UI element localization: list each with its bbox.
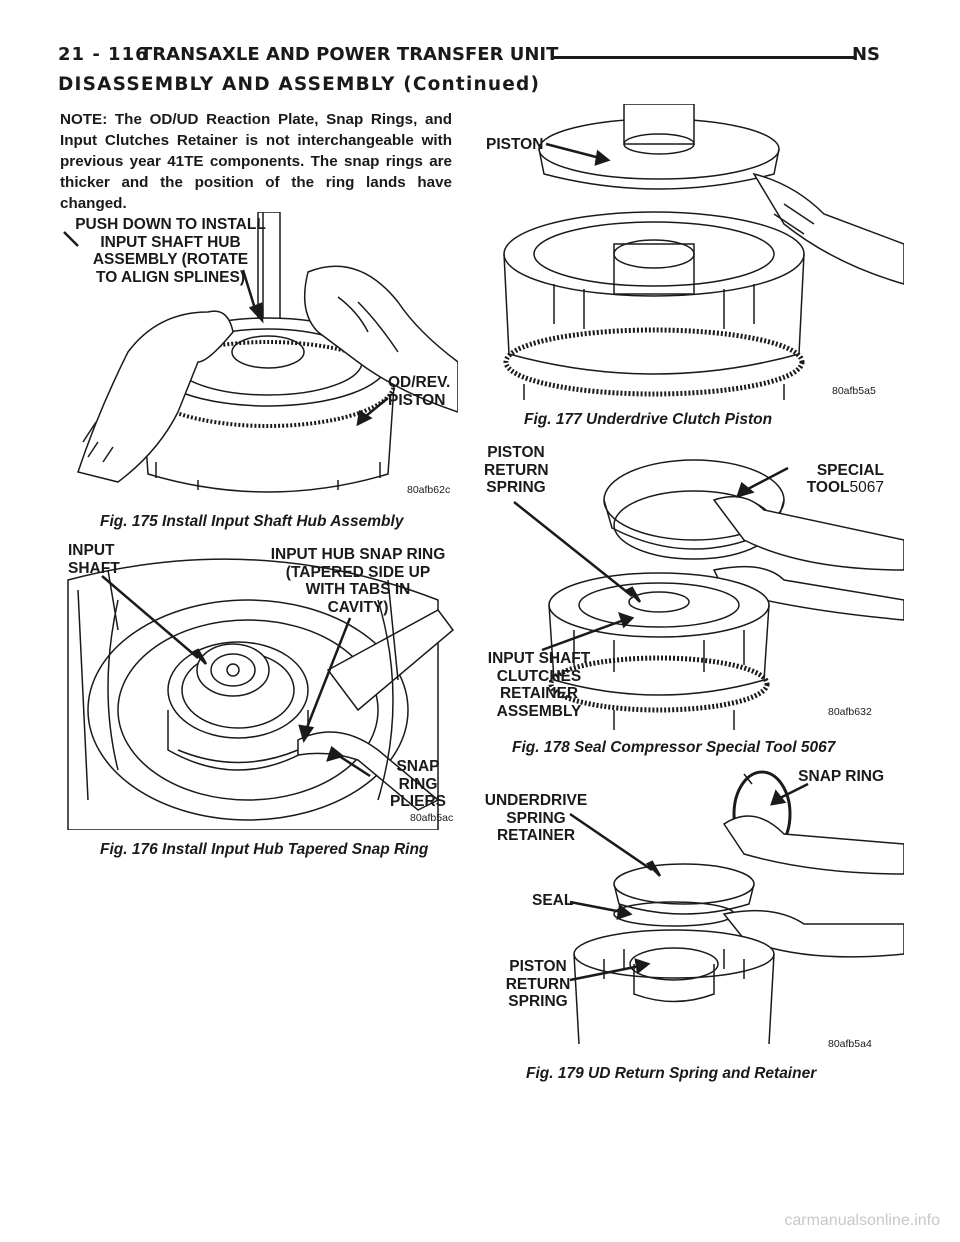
caption-fig-177: Fig. 177 Underdrive Clutch Piston <box>524 411 773 428</box>
watermark-footer: carmanualsonline.info <box>784 1212 940 1229</box>
label-input-shaft: INPUT SHAFT <box>68 542 120 577</box>
image-code: 80afb5a4 <box>828 1038 872 1050</box>
figure-176-illustration <box>67 558 455 830</box>
label-od-rev-piston: OD/REV. PISTON <box>388 374 451 409</box>
label-piston-return-spring: PISTON RETURN SPRING <box>484 444 549 496</box>
figure-177: PISTON 80afb5a5 <box>484 104 904 400</box>
figure-179: SNAP RING UNDERDRIVE SPRING RETAINER SEA… <box>484 764 904 1054</box>
figure-175: PUSH DOWN TO INSTALL INPUT SHAFT HUB ASS… <box>58 212 458 502</box>
note-paragraph: NOTE: The OD/UD Reaction Plate, Snap Rin… <box>60 111 452 212</box>
label-snap-ring: SNAP RING <box>798 768 884 785</box>
section-title: DISASSEMBLY AND ASSEMBLY (Continued) <box>58 74 541 95</box>
page-number: 21 - 116 <box>58 44 149 65</box>
label-hub-snap-ring: INPUT HUB SNAP RING (TAPERED SIDE UP WIT… <box>270 546 446 616</box>
caption-fig-175: Fig. 175 Install Input Shaft Hub Assembl… <box>100 513 404 530</box>
label-snap-ring-pliers: SNAP RING PLIERS <box>390 758 446 810</box>
header-rule <box>554 56 854 59</box>
figure-178-illustration <box>513 459 904 730</box>
special-tool-text: SPECIAL TOOL <box>806 461 884 497</box>
figure-179-illustration <box>569 770 904 1045</box>
image-code: 80afb5ac <box>410 812 454 824</box>
figure-178: PISTON RETURN SPRING SPECIAL TOOL5067 IN… <box>484 440 904 730</box>
image-code: 80afb632 <box>828 706 872 718</box>
model-code: NS <box>851 44 880 65</box>
label-push-down: PUSH DOWN TO INSTALL INPUT SHAFT HUB ASS… <box>75 216 266 286</box>
image-code: 80afb5a5 <box>832 385 876 397</box>
page-header: 21 - 116 TRANSAXLE AND POWER TRANSFER UN… <box>58 44 880 68</box>
label-seal: SEAL <box>532 892 574 909</box>
figure-177-illustration <box>503 104 904 400</box>
label-clutches-retainer: INPUT SHAFT CLUTCHES RETAINER ASSEMBLY <box>487 650 591 720</box>
figure-176: INPUT SHAFT INPUT HUB SNAP RING (TAPERED… <box>58 540 458 830</box>
page-title: TRANSAXLE AND POWER TRANSFER UNIT <box>140 44 559 65</box>
tool-number: 5067 <box>849 479 884 496</box>
caption-fig-176: Fig. 176 Install Input Hub Tapered Snap … <box>100 841 429 858</box>
label-underdrive-spring-retainer: UNDERDRIVE SPRING RETAINER <box>484 792 588 844</box>
figure-175-illustration <box>63 212 458 493</box>
caption-fig-178: Fig. 178 Seal Compressor Special Tool 50… <box>512 739 836 756</box>
caption-fig-179: Fig. 179 UD Return Spring and Retainer <box>526 1065 817 1082</box>
label-piston-return-spring: PISTON RETURN SPRING <box>505 958 571 1010</box>
label-special-tool: SPECIAL TOOL5067 <box>807 444 884 497</box>
label-piston: PISTON <box>486 136 544 153</box>
image-code: 80afb62c <box>407 484 451 496</box>
